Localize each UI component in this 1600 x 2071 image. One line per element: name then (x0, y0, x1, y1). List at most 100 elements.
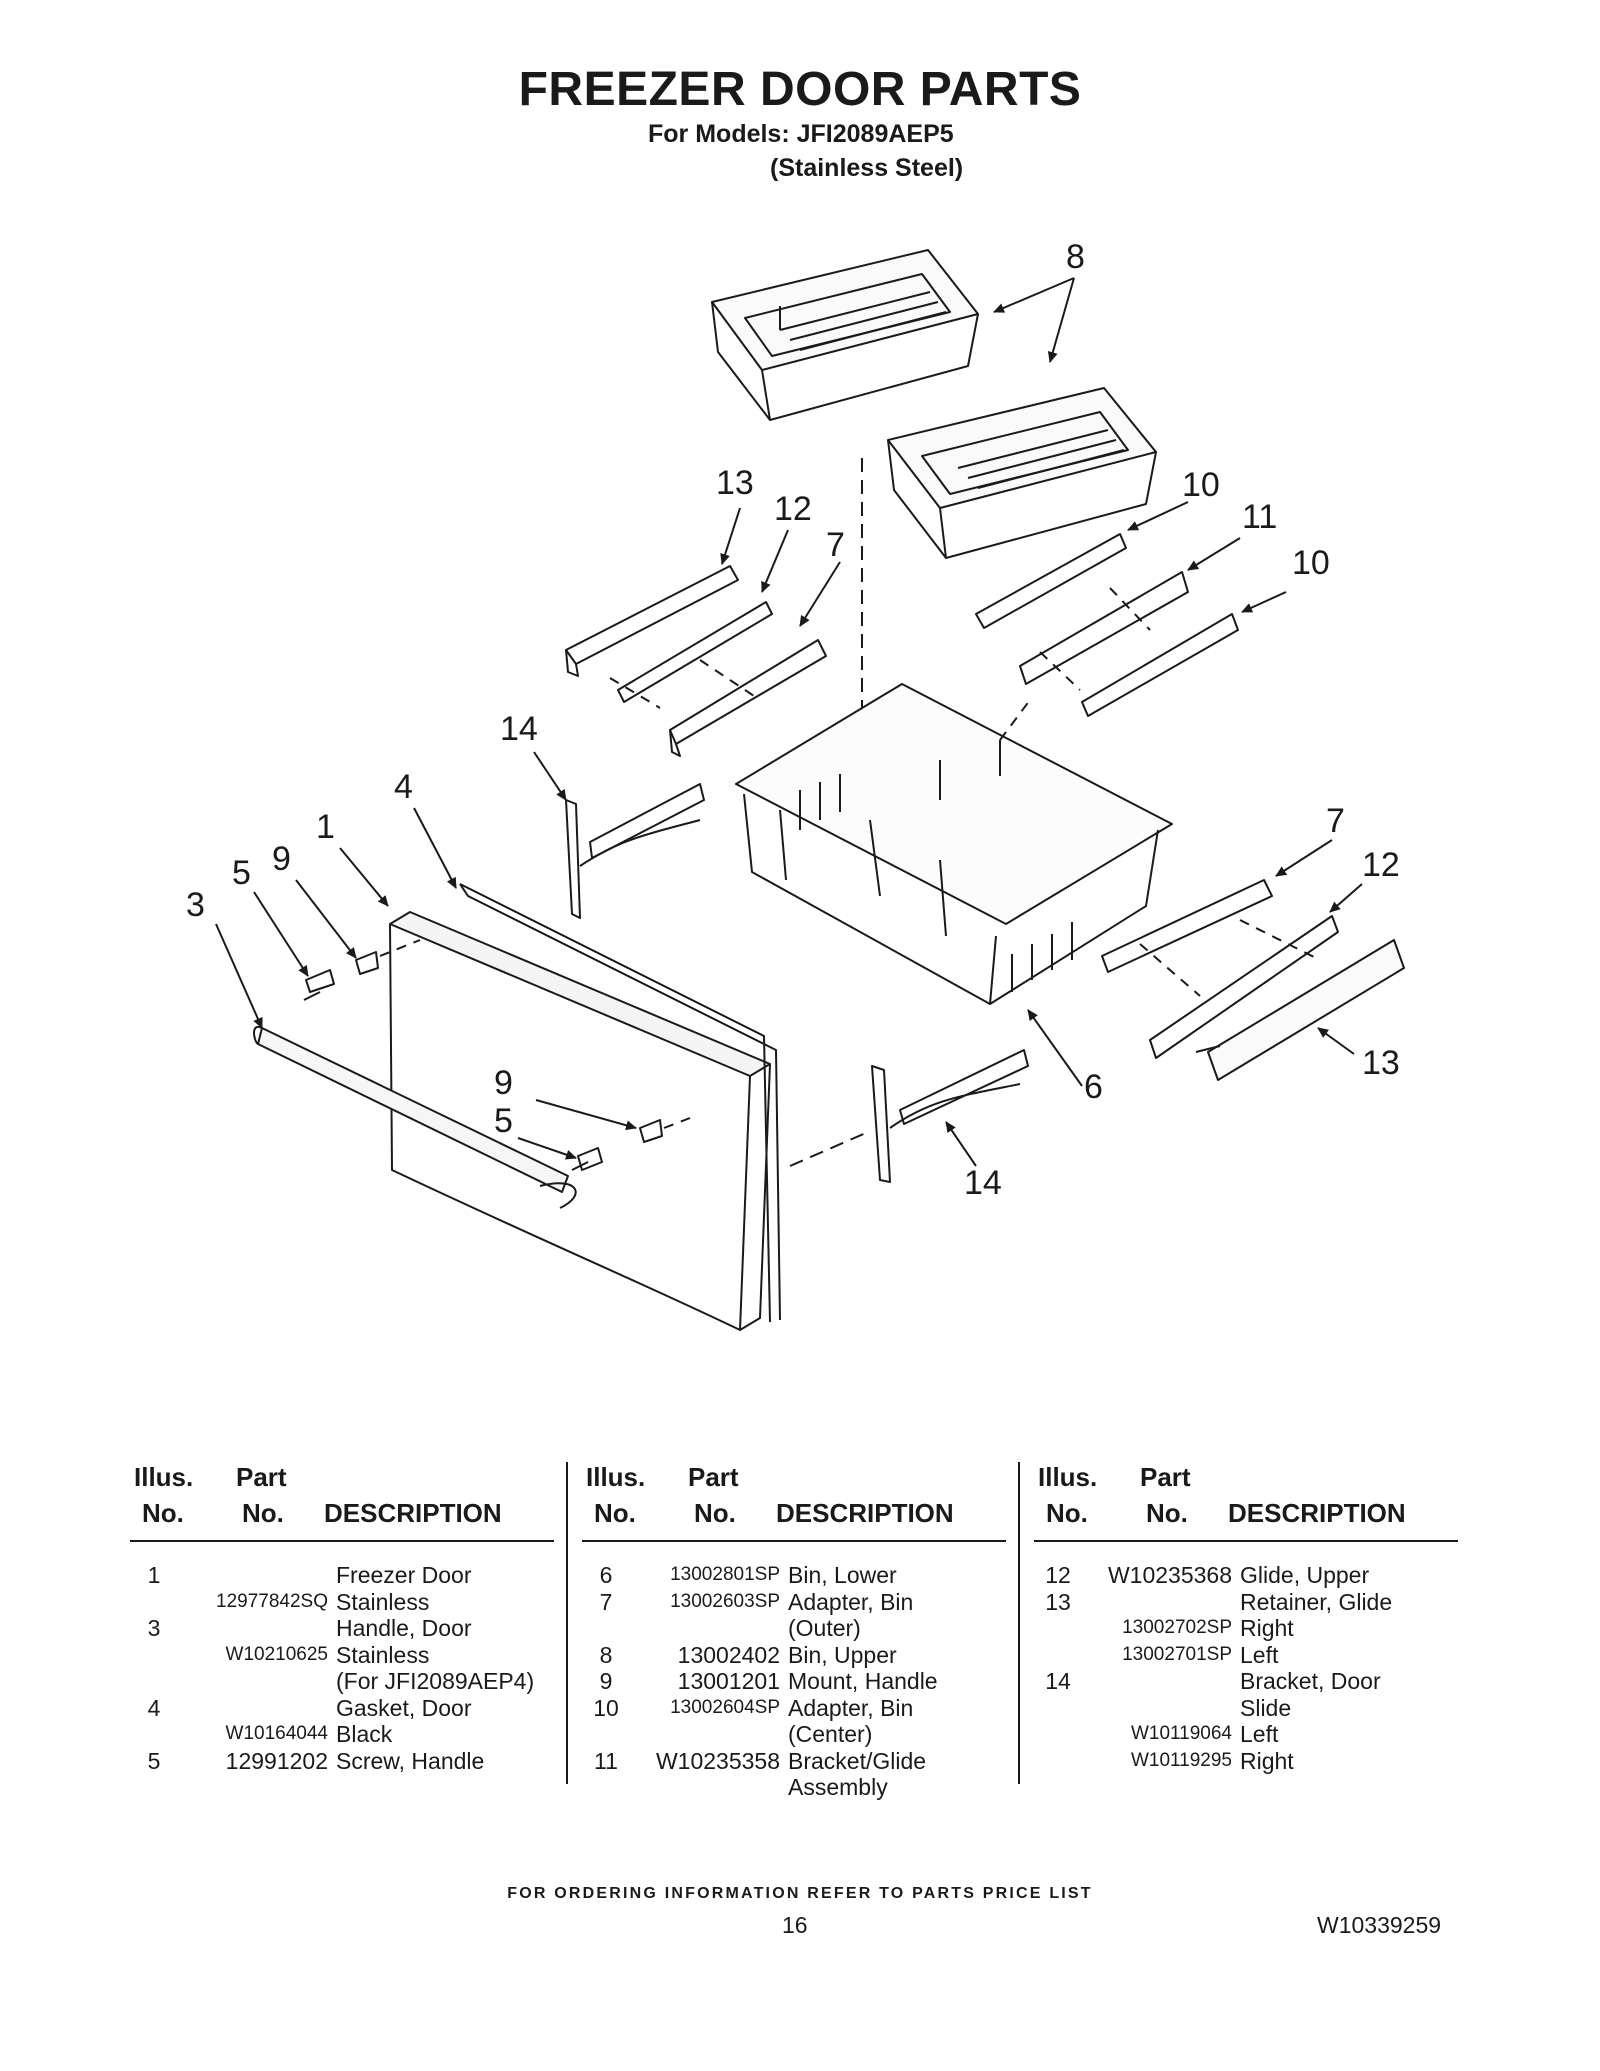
table-row: 12977842SQ Stainless (130, 1589, 554, 1616)
parts-column-2: Illus. Part No. No. DESCRIPTION 6 1300280… (582, 1462, 1006, 1801)
part-number: W10119064 (1130, 1723, 1232, 1744)
part-number: 13002702SP (1122, 1617, 1232, 1638)
callout-9: 9 (272, 840, 291, 878)
callout-4: 4 (394, 768, 413, 806)
column-divider (566, 1462, 568, 1784)
parts-rows: 1 Freezer Door 12977842SQ Stainless 3 Handle,… (130, 1562, 554, 1774)
callout-12b: 12 (1362, 846, 1400, 884)
table-row: 1 Freezer Door (130, 1562, 554, 1589)
header-illus: Illus. (1038, 1462, 1098, 1492)
page-title: FREEZER DOOR PARTS (518, 63, 1082, 116)
column-header: Illus. Part No. No. DESCRIPTION (582, 1462, 1006, 1542)
header-description: DESCRIPTION (1228, 1498, 1406, 1528)
part-number: 13002603SP (670, 1590, 780, 1612)
part-number: 13002604SP (670, 1696, 780, 1718)
callout-14: 14 (500, 710, 538, 748)
freezer-door (389, 883, 781, 1331)
callout-1: 1 (316, 808, 335, 846)
part-number: 13002402 (677, 1641, 780, 1668)
header-illus-no: No. (142, 1498, 184, 1528)
table-row: 10 13002604SP Adapter, Bin (582, 1695, 1006, 1722)
illus-number: 11 (594, 1747, 618, 1774)
table-row: Assembly (582, 1774, 1006, 1801)
right-glide-group-top (975, 533, 1239, 717)
table-row: 13002702SP Right (1034, 1615, 1458, 1642)
callout-5: 5 (232, 854, 251, 892)
callout-3: 3 (186, 886, 205, 924)
table-row: W10164044 Black (130, 1721, 554, 1748)
part-description: Freezer Door (336, 1562, 472, 1588)
part-description: Screw, Handle (336, 1747, 485, 1774)
illus-number: 13 (1045, 1588, 1071, 1615)
part-description: Bin, Lower (788, 1562, 897, 1588)
illus-number: 3 (147, 1615, 161, 1641)
table-row: (For JFI2089AEP4) (130, 1668, 554, 1695)
table-row: 11 W10235358 Bracket/Glide (582, 1748, 1006, 1775)
callout-12: 12 (774, 490, 812, 528)
part-description: Slide (1240, 1694, 1292, 1721)
table-row: 6 13002801SP Bin, Lower (582, 1562, 1006, 1589)
part-description: Black (336, 1721, 393, 1747)
part-description: Right (1240, 1615, 1294, 1641)
illus-number: 6 (599, 1562, 613, 1588)
part-description: Adapter, Bin (788, 1694, 914, 1721)
part-description: (Center) (788, 1721, 873, 1747)
callout-7b: 7 (1326, 802, 1345, 840)
table-row: 13 Retainer, Glide (1034, 1589, 1458, 1616)
part-number: W10164044 (225, 1723, 328, 1744)
callout-13b: 13 (1362, 1044, 1400, 1082)
header-part: Part (688, 1462, 739, 1492)
header-description: DESCRIPTION (324, 1498, 502, 1528)
part-number: 12991202 (225, 1747, 328, 1774)
part-description: Stainless (336, 1588, 430, 1615)
callout-5b: 5 (494, 1102, 513, 1140)
part-number: 12977842SQ (216, 1590, 328, 1612)
part-description: Right (1240, 1747, 1294, 1774)
header-part-no: No. (1146, 1498, 1188, 1528)
illus-number: 1 (147, 1562, 161, 1588)
part-description: Bracket/Glide (788, 1747, 927, 1774)
callout-13: 13 (716, 464, 754, 502)
exploded-parts-diagram: 8 13 12 7 10 11 10 14 4 1 9 5 3 7 12 9 5… (186, 238, 1405, 1331)
table-row: (Center) (582, 1721, 1006, 1748)
callout-numbers: 8 13 12 7 10 11 10 14 4 1 9 5 3 7 12 9 5… (186, 238, 1400, 1202)
callout-8: 8 (1066, 238, 1085, 276)
illus-number: 10 (593, 1694, 619, 1721)
document-number: W10339259 (1317, 1912, 1442, 1938)
illus-number: 8 (599, 1641, 613, 1668)
screws-mounts (305, 939, 691, 1171)
callout-10b: 10 (1292, 544, 1330, 582)
table-row: 3 Handle, Door (130, 1615, 554, 1642)
part-number: 13002801SP (670, 1564, 780, 1585)
part-number: 13002701SP (1122, 1643, 1232, 1665)
column-divider (1018, 1462, 1020, 1784)
header-part-no: No. (242, 1498, 284, 1528)
part-number: W10235358 (655, 1747, 780, 1774)
page-number: 16 (782, 1912, 808, 1938)
part-description: Retainer, Glide (1240, 1588, 1393, 1615)
illus-number: 14 (1045, 1668, 1071, 1694)
door-bracket-upper (565, 783, 705, 919)
illus-number: 12 (1045, 1562, 1071, 1588)
part-description: Assembly (788, 1774, 888, 1800)
part-description: Handle, Door (336, 1615, 472, 1641)
header-illus: Illus. (586, 1462, 646, 1492)
header-description: DESCRIPTION (776, 1498, 954, 1528)
finish-line: (Stainless Steel) (770, 154, 964, 182)
models-line: For Models: JFI2089AEP5 (648, 120, 954, 148)
part-number: W10235368 (1107, 1562, 1232, 1588)
column-header: Illus. Part No. No. DESCRIPTION (1034, 1462, 1458, 1542)
header-part: Part (236, 1462, 287, 1492)
part-number: W10210625 (225, 1643, 328, 1665)
upper-bin-2 (887, 387, 1157, 559)
